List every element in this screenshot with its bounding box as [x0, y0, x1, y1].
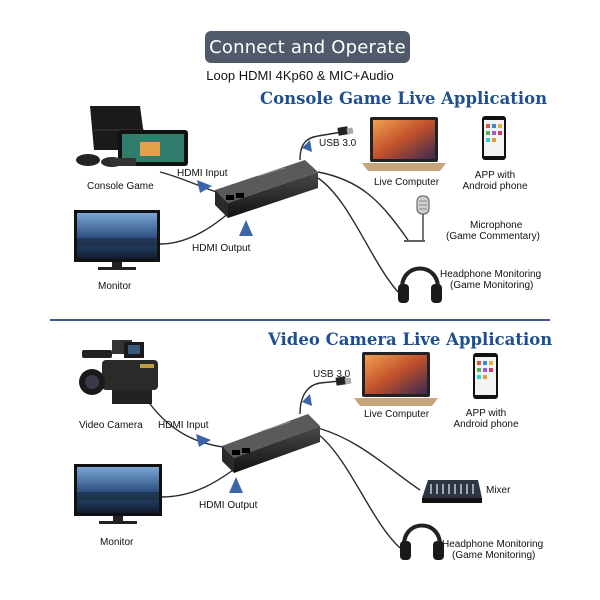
section-divider	[50, 319, 550, 321]
cable-card-to-headphones	[317, 177, 399, 293]
label-usb-2: USB 3.0	[313, 369, 351, 380]
label-console-game: Console Game	[87, 181, 154, 192]
cable-card-to-headphones-2	[317, 433, 401, 549]
label-headphone: Headphone Monitoring	[440, 269, 542, 280]
label-mixer: Mixer	[486, 485, 511, 496]
page-subtitle: Loop HDMI 4Kp60 & MIC+Audio	[206, 68, 394, 83]
label-live-computer-2: Live Computer	[364, 409, 430, 420]
capture-card-icon	[215, 160, 318, 218]
camera-section-title: Video Camera Live Application	[268, 330, 553, 349]
camera-arrows	[196, 394, 312, 493]
audio-mixer-icon	[422, 480, 482, 503]
microphone-icon	[416, 195, 430, 240]
cable-card-to-mic	[317, 171, 409, 241]
label-headphone-note: (Game Monitoring)	[450, 280, 534, 291]
label-microphone-note: (Game Commentary)	[446, 231, 540, 242]
label-hdmi-input: HDMI Input	[177, 168, 228, 179]
game-console-icon	[76, 106, 188, 167]
label-app-line1: APP with	[474, 170, 516, 181]
label-hdmi-input-2: HDMI Input	[158, 420, 209, 431]
label-live-computer: Live Computer	[374, 177, 440, 188]
arrow-usb-2	[302, 394, 312, 406]
label-headphone-2: Headphone Monitoring	[442, 539, 544, 550]
arrow-hdmi-out	[239, 220, 253, 236]
video-camera-icon	[79, 340, 158, 404]
smartphone-icon	[473, 353, 498, 399]
laptop-icon	[354, 352, 438, 406]
usb-plug-icon	[335, 376, 352, 386]
console-cables	[159, 131, 425, 293]
label-microphone: Microphone	[470, 220, 523, 231]
arrow-hdmi-out-2	[229, 477, 243, 493]
console-arrows	[197, 140, 312, 236]
cable-card-to-mixer	[317, 427, 421, 491]
cable-card-to-usb-2	[299, 380, 341, 415]
arrow-usb	[302, 140, 312, 152]
headphones-icon	[398, 266, 442, 303]
label-video-camera: Video Camera	[79, 420, 143, 431]
label-hdmi-output-2: HDMI Output	[199, 500, 258, 511]
laptop-icon	[362, 117, 446, 171]
label-app-line2: Android phone	[462, 181, 528, 192]
camera-cables	[149, 380, 421, 549]
console-section-title: Console Game Live Application	[260, 89, 548, 108]
arrow-hdmi-in	[197, 180, 212, 193]
cable-card-to-usb	[299, 131, 343, 161]
label-app-line2-2: Android phone	[453, 419, 519, 430]
headphones-icon	[400, 523, 444, 560]
label-monitor: Monitor	[98, 281, 132, 292]
label-hdmi-output: HDMI Output	[192, 243, 251, 254]
monitor-icon	[74, 464, 162, 524]
page-banner: Connect and Operate	[205, 31, 410, 63]
label-headphone-note-2: (Game Monitoring)	[452, 550, 536, 561]
cable-card-to-monitor-2	[161, 464, 241, 498]
cable-camera-to-card	[149, 403, 233, 449]
usb-plug-icon	[337, 126, 354, 136]
smartphone-icon	[482, 116, 506, 160]
arrow-hdmi-in-2	[196, 434, 211, 447]
label-monitor-2: Monitor	[100, 537, 134, 548]
label-app-line1-2: APP with	[465, 408, 507, 419]
capture-card-icon	[222, 414, 320, 473]
monitor-icon	[74, 210, 160, 270]
label-usb: USB 3.0	[319, 138, 357, 149]
